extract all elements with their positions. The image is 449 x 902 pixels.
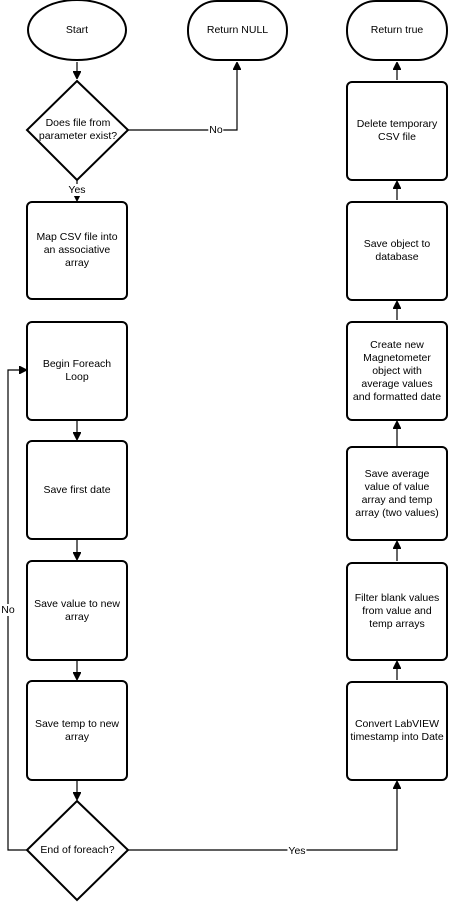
delete-csv-process	[346, 81, 448, 181]
save-first-date-process	[26, 440, 128, 540]
end-foreach-decision	[25, 799, 130, 902]
convert-timestamp-process	[346, 681, 448, 781]
create-object-process	[346, 321, 448, 421]
return-true-terminal	[346, 0, 448, 61]
save-average-process	[346, 446, 448, 541]
begin-foreach-process	[26, 321, 128, 421]
start-terminal	[27, 0, 127, 61]
edges	[7, 62, 397, 851]
save-object-process	[346, 201, 448, 301]
shapes	[25, 0, 448, 902]
save-value-process	[26, 560, 128, 661]
filter-blank-process	[346, 562, 448, 661]
map-csv-process	[26, 201, 128, 300]
file-exists-decision	[25, 79, 130, 182]
edge-label-no-to-null: No	[208, 124, 224, 136]
edge-label-yes-to-map: Yes	[67, 184, 87, 196]
edge-label-yes-to-convert: Yes	[287, 845, 307, 857]
return-null-terminal	[187, 0, 288, 61]
edge-label-no-loop: No	[0, 604, 16, 616]
edge-end-foreach-yes-to-convert	[128, 782, 397, 851]
edge-decision-no-to-return-null	[128, 63, 237, 131]
save-temp-process	[26, 680, 128, 781]
